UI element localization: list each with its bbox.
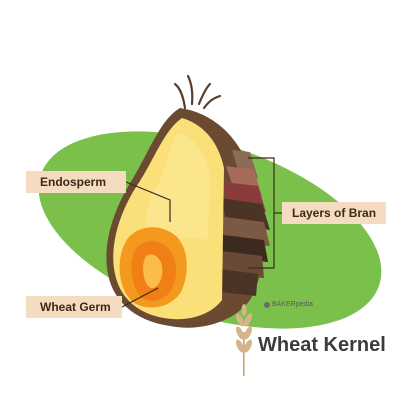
brand-name: BAKERpedia [272,301,313,308]
diagram-title: Wheat Kernel [258,334,386,356]
wheat-germ-core [143,254,163,288]
pointer-lines [121,157,282,308]
brand-logo-icon [264,301,270,308]
bran-layers [212,150,270,296]
kernel-beard [173,74,222,110]
bran-layers-label: Layers of Bran [282,202,386,224]
wheat-germ-label: Wheat Germ [26,296,122,318]
endosperm-label: Endosperm [26,171,126,193]
brand-credit: BAKERpedia [264,301,313,308]
endosperm-highlight [144,132,210,250]
wheat-stalk-icon [235,304,253,376]
